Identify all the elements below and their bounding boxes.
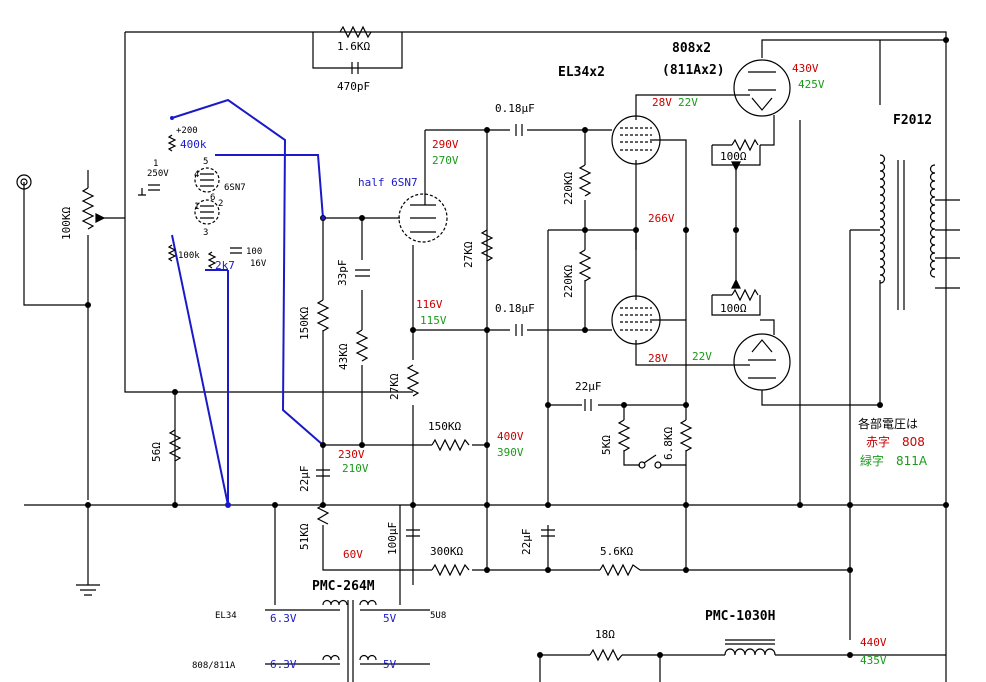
modification-wiring <box>171 98 324 506</box>
legend-red: 赤字 808 <box>866 434 925 449</box>
junction-dots <box>85 37 949 658</box>
label-c-22u-kn: 22μF <box>575 380 602 393</box>
label-c-22u-bot: 22μF <box>520 529 533 556</box>
label-r-2k7: 2k7 <box>215 259 235 272</box>
voltage-heater-3: 6.3V <box>270 658 297 671</box>
label-r-100-bot: 100Ω <box>720 302 747 315</box>
voltage-435: 435V <box>860 654 887 667</box>
label-r-fb: 1.6KΩ <box>337 40 370 53</box>
label-c-fb: 470pF <box>337 80 370 93</box>
voltage-22b: 22V <box>692 350 712 363</box>
voltage-425: 425V <box>798 78 825 91</box>
wiring <box>23 31 960 682</box>
label-v200: +200 <box>176 126 198 136</box>
legend-title: 各部電圧は <box>858 416 918 431</box>
ground-icon <box>76 584 100 596</box>
label-c-22u-left: 22μF <box>298 466 311 493</box>
label-driver: EL34x2 <box>558 65 605 80</box>
label-r-18: 18Ω <box>595 628 615 641</box>
label-6sn7: 6SN7 <box>224 183 246 193</box>
label-r-100k-k: 100k <box>178 251 200 261</box>
label-r-150k-left: 150KΩ <box>298 307 311 340</box>
label-r-100-top: 100Ω <box>720 150 747 163</box>
voltage-heater-2: 5V <box>383 612 397 625</box>
label-c-33p: 33pF <box>336 260 349 287</box>
label-c-1: 1 <box>153 159 158 169</box>
label-out-tx: F2012 <box>893 113 932 128</box>
voltage-390: 390V <box>497 446 524 459</box>
label-pin1: 1 <box>194 202 199 212</box>
label-pin5: 5 <box>203 157 208 167</box>
label-transformer-choke: PMC-1030H <box>705 609 775 624</box>
voltage-116: 116V <box>416 298 443 311</box>
voltage-210: 210V <box>342 462 369 475</box>
voltage-heater-1: 6.3V <box>270 612 297 625</box>
label-r-51k: 51KΩ <box>298 523 311 550</box>
legend-green: 緑字 811A <box>860 453 928 468</box>
voltage-heater-4: 5V <box>383 658 397 671</box>
label-r-5k6: 5.6KΩ <box>600 545 633 558</box>
label-pin6: 6 <box>210 193 215 203</box>
label-c-coup-top: 0.18μF <box>495 102 535 115</box>
label-r-43k: 43KΩ <box>337 343 350 370</box>
label-c-100-v: 16V <box>250 259 267 269</box>
label-transformer-pt: PMC-264M <box>312 579 375 594</box>
voltage-28b: 28V <box>648 352 668 365</box>
label-r-400k: 400k <box>180 138 207 151</box>
label-half-tube: half 6SN7 <box>358 176 418 189</box>
label-r-150k-mid: 150KΩ <box>428 420 461 433</box>
label-c-coup-bot: 0.18μF <box>495 302 535 315</box>
label-heater-el34: EL34 <box>215 611 237 621</box>
label-pin4: 4 <box>194 170 199 180</box>
label-out-tube: 808x2 <box>672 41 711 56</box>
label-heater-5u8: 5U8 <box>430 611 446 621</box>
label-c-100: 100 <box>246 247 262 257</box>
label-heater-808: 808/811A <box>192 661 236 671</box>
label-r-220k-top: 220KΩ <box>562 172 575 205</box>
label-pot-in: 100KΩ <box>60 207 73 240</box>
capacitors <box>148 62 592 537</box>
component-labels: 1.6KΩ 470pF 808x2 (811Ax2) EL34x2 0.18μF… <box>60 40 932 671</box>
label-c-100u: 100μF <box>386 522 399 555</box>
label-r-27k-bot: 27KΩ <box>388 373 401 400</box>
label-r-56: 56Ω <box>150 442 163 462</box>
voltage-28a: 28V <box>652 96 672 109</box>
label-r-6k8: 6.8KΩ <box>662 427 675 460</box>
transformers <box>322 154 936 682</box>
label-r-27k-top: 27KΩ <box>462 241 475 268</box>
label-r-300k: 300KΩ <box>430 545 463 558</box>
label-out-tube-alt: (811Ax2) <box>662 63 725 78</box>
voltage-60: 60V <box>343 548 363 561</box>
label-r-220k-bot: 220KΩ <box>562 265 575 298</box>
ground-icon-small <box>138 188 146 196</box>
voltage-230: 230V <box>338 448 365 461</box>
misc-symbols <box>16 174 662 596</box>
label-pin2: 2 <box>218 199 223 209</box>
voltage-266: 266V <box>648 212 675 225</box>
tubes <box>194 59 791 391</box>
voltage-115: 115V <box>420 314 447 327</box>
voltage-400: 400V <box>497 430 524 443</box>
voltage-270: 270V <box>432 154 459 167</box>
voltage-labels: 290V 270V 28V 22V 430V 425V 266V 116V 11… <box>270 62 887 671</box>
label-pin3: 3 <box>203 228 208 238</box>
voltage-430: 430V <box>792 62 819 75</box>
label-r-5k: 5KΩ <box>600 435 613 455</box>
switch-icon <box>638 461 646 469</box>
voltage-290: 290V <box>432 138 459 151</box>
input-jack-icon <box>16 174 32 190</box>
resistors <box>81 25 759 662</box>
label-c-1-v: 250V <box>147 169 169 179</box>
voltage-440: 440V <box>860 636 887 649</box>
voltage-22a: 22V <box>678 96 698 109</box>
